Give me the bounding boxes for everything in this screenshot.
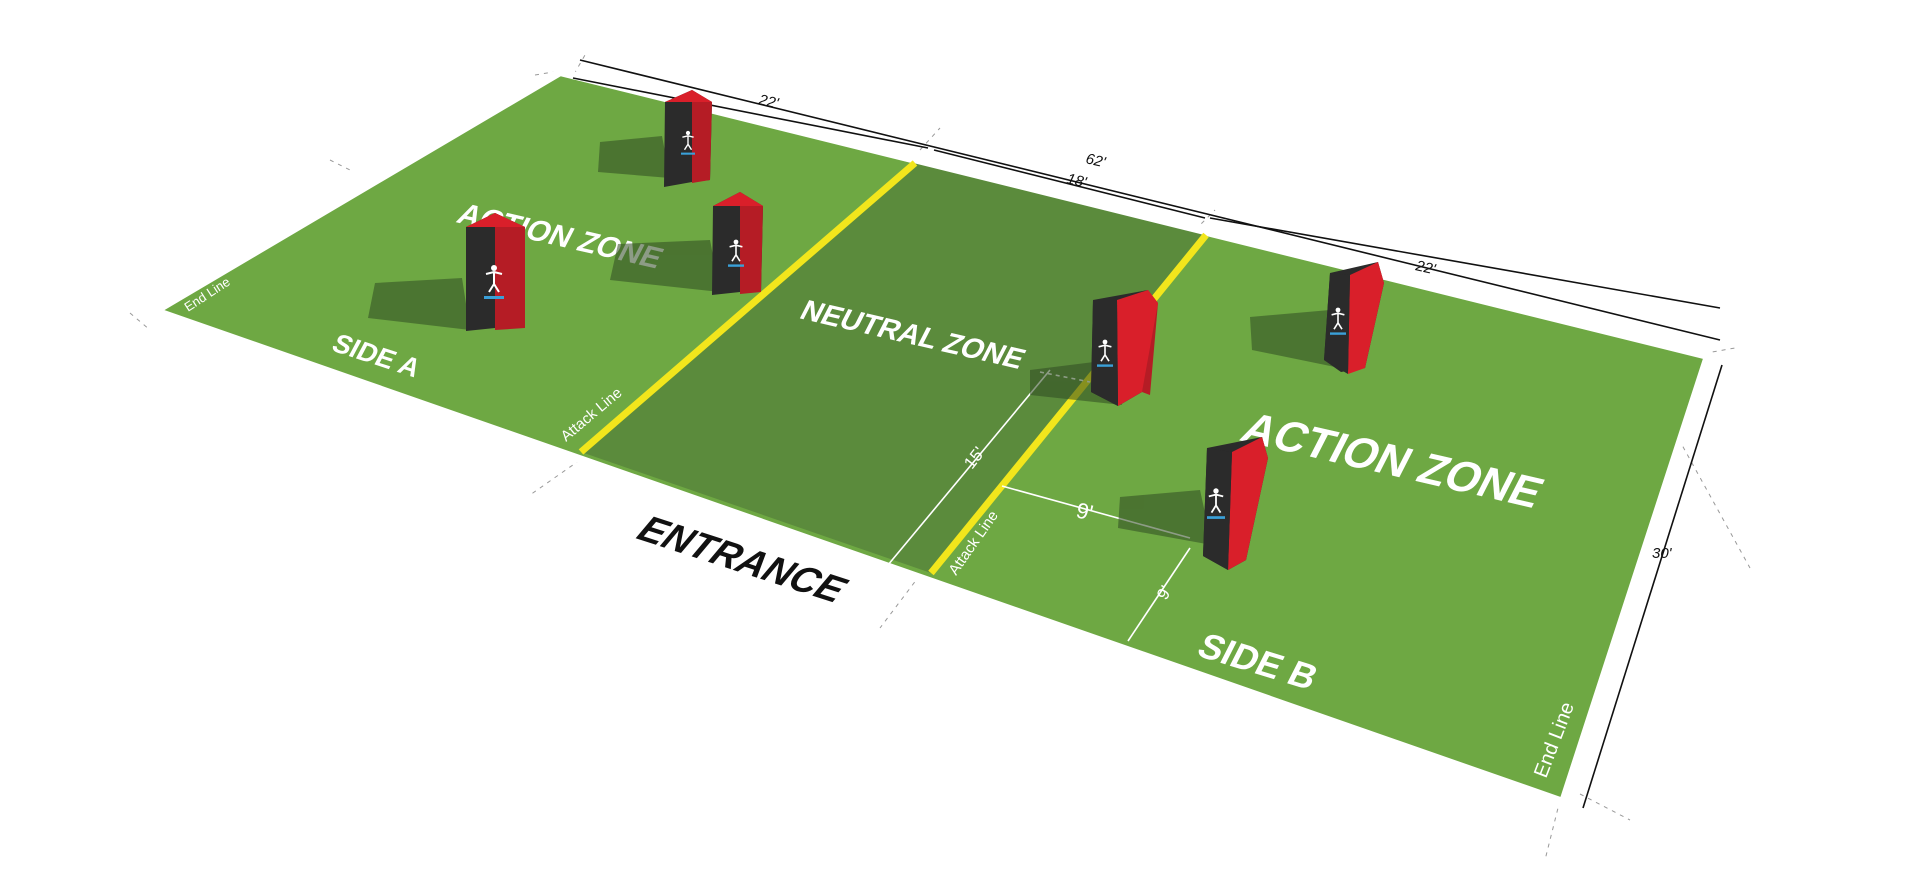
bunker-a-3 [712,192,763,295]
field-surface [145,67,1714,808]
dim-9ft-h-label: 9' [1074,498,1096,526]
dimension-18ft: 18' [933,149,1206,219]
bunker-a-2 [466,213,525,331]
dim-22ft-right-label: 22' [1413,257,1438,278]
dimension-30ft: 30' [1582,364,1723,809]
dim-18ft-label: 18' [1065,170,1089,191]
dim-30ft-label: 30' [1652,545,1673,562]
dim-62ft-label: 62' [1084,150,1108,171]
attack-line-right [928,232,1209,576]
dimension-62ft: 62' [579,59,1721,341]
dimension-22ft-right: 22' [1209,217,1721,309]
bunker-b-2 [1324,262,1384,374]
bunker-b-3 [1203,437,1268,570]
dim-22ft-left-label: 22' [756,91,781,112]
dimension-22ft-left: 22' [572,77,929,149]
bunker-a-1 [664,90,712,187]
neutral-zone-area [581,163,1206,573]
bunker-b-1 [1091,290,1158,406]
attack-line-left [578,160,918,455]
